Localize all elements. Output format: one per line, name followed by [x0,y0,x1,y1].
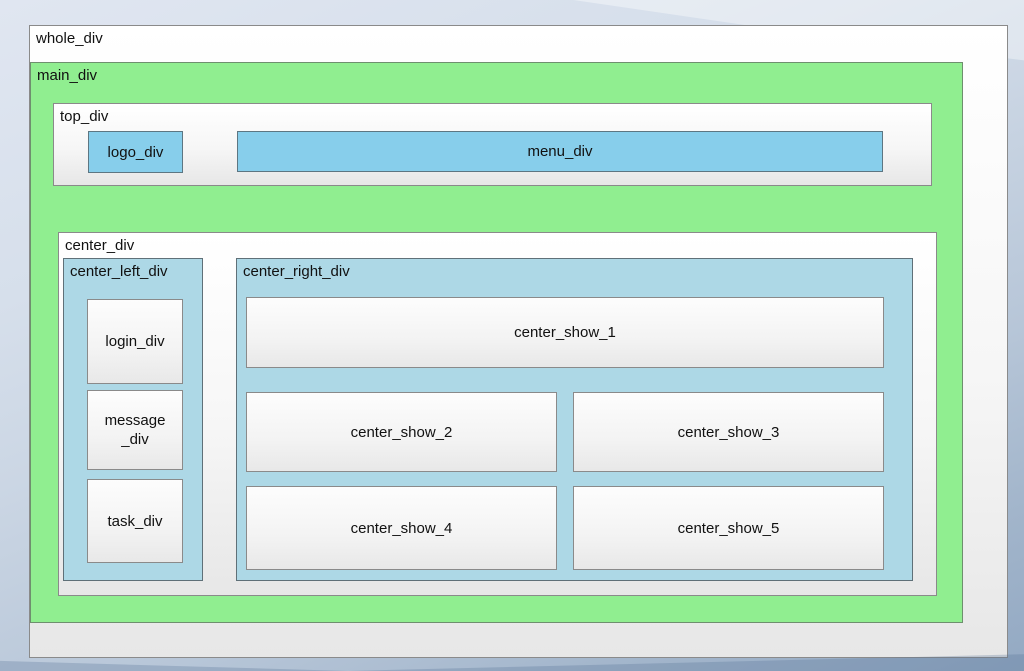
message-div-box: message _div [87,390,183,470]
menu-div-box: menu_div [237,131,883,172]
center-show-2-box: center_show_2 [246,392,557,472]
center-show-5-label: center_show_5 [677,519,780,537]
center-show-4-label: center_show_4 [350,519,453,537]
top-div-label: top_div [60,108,109,125]
center-right-div-label: center_right_div [243,263,350,280]
top-div-box: top_div logo_div menu_div [53,103,932,186]
center-show-5-box: center_show_5 [573,486,884,570]
center-div-label: center_div [65,237,135,254]
menu-div-label: menu_div [527,143,593,160]
logo-div-box: logo_div [88,131,183,173]
center-show-3-box: center_show_3 [573,392,884,472]
logo-div-label: logo_div [107,143,164,161]
task-div-box: task_div [87,479,183,563]
center-div-box: center_div center_left_div login_div mes… [58,232,937,596]
message-div-label: message _div [104,412,166,448]
center-show-3-label: center_show_3 [677,423,780,441]
center-right-div-box: center_right_div center_show_1 center_sh… [236,258,913,581]
center-left-div-box: center_left_div login_div message _div t… [63,258,203,581]
task-div-label: task_div [107,512,163,530]
login-div-label: login_div [105,333,165,350]
main-div-label: main_div [37,67,98,84]
main-div-box: main_div top_div logo_div menu_div cente… [30,62,963,623]
center-left-div-label: center_left_div [70,263,168,280]
center-show-1-box: center_show_1 [246,297,884,368]
login-div-box: login_div [87,299,183,384]
whole-div-label: whole_div [36,30,103,47]
center-show-2-label: center_show_2 [350,423,453,441]
whole-div-box: whole_div main_div top_div logo_div menu… [29,25,1008,658]
center-show-4-box: center_show_4 [246,486,557,570]
center-show-1-label: center_show_1 [514,324,616,341]
